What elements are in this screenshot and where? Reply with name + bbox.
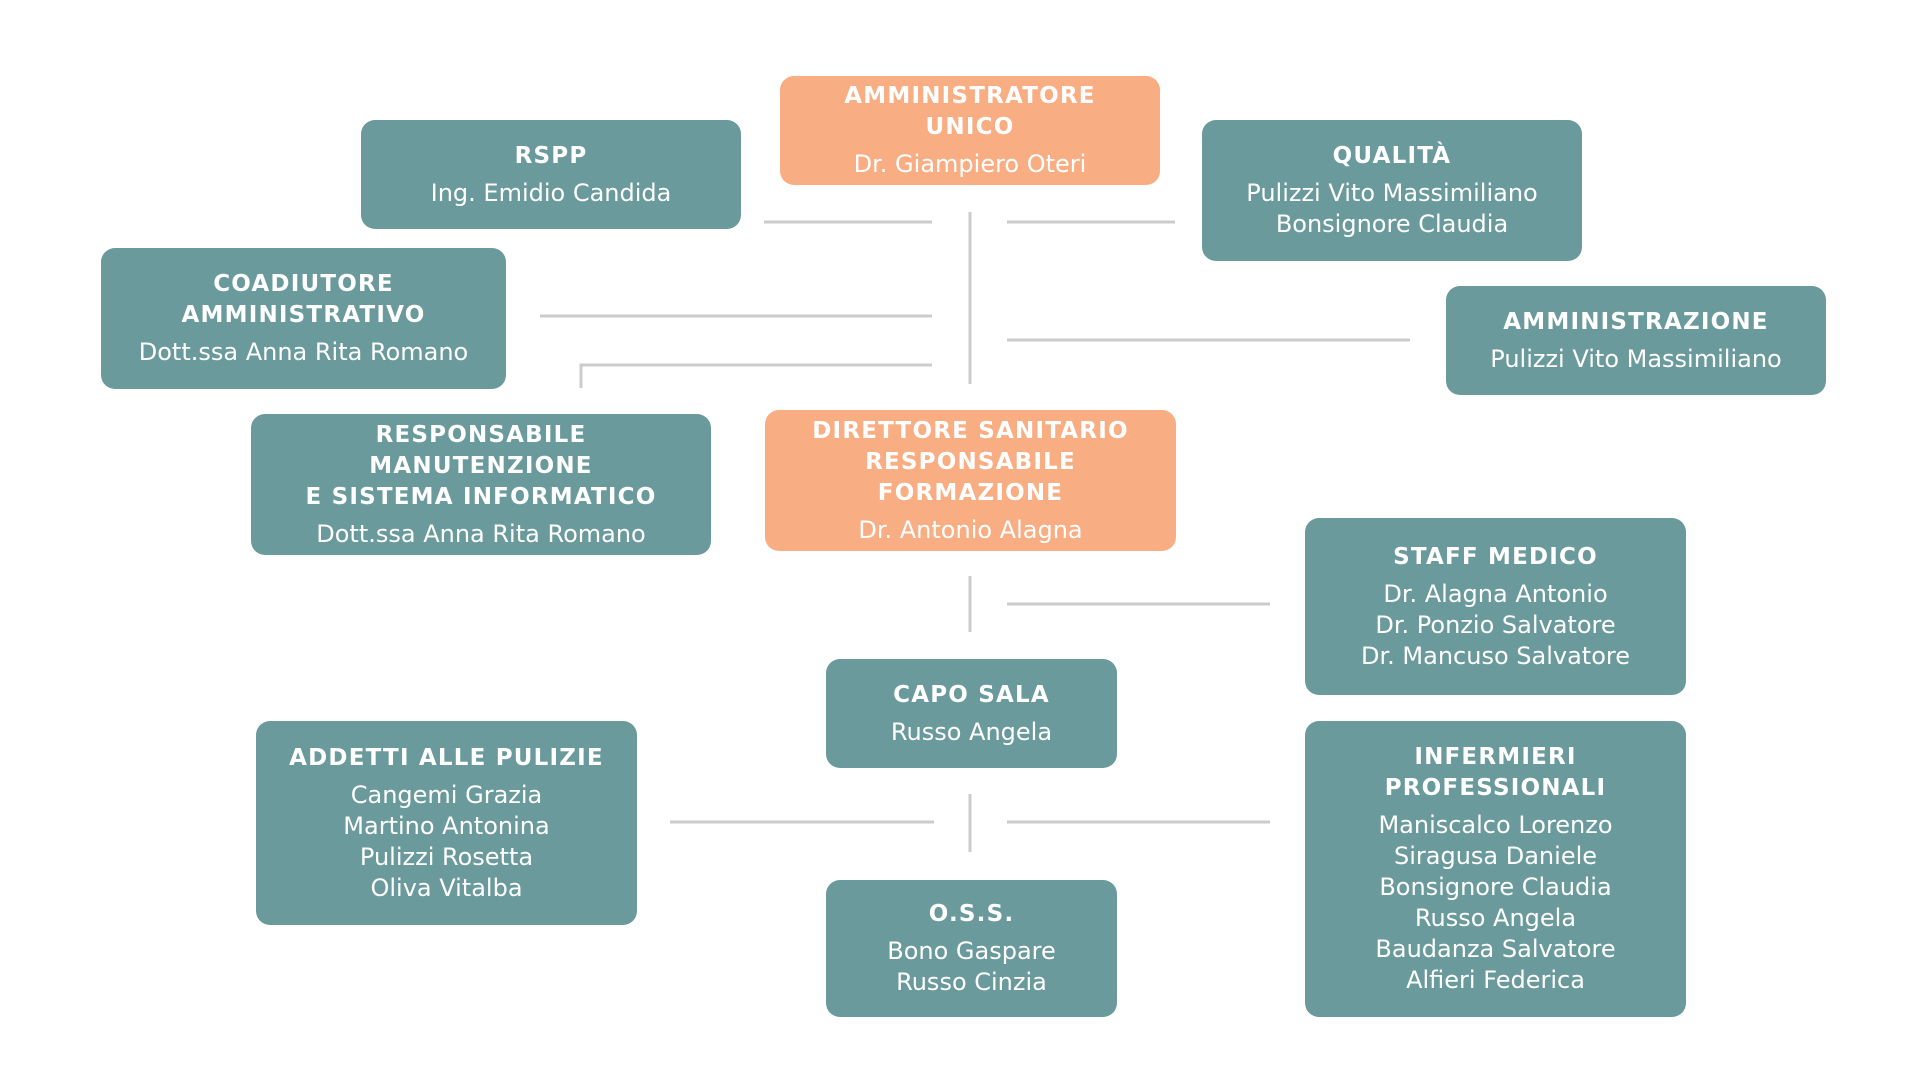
node-title: CAPO SALA	[893, 681, 1050, 708]
person-name: Bonsignore Claudia	[1379, 873, 1612, 901]
person-name: Ing. Emidio Candida	[430, 178, 672, 207]
node-title: STAFF MEDICO	[1393, 543, 1598, 570]
node-amministrazione: AMMINISTRAZIONE Pulizzi Vito Massimilian…	[1446, 286, 1826, 395]
connector-manutenzione	[579, 363, 932, 388]
person-name: Dott.ssa Anna Rita Romano	[138, 338, 469, 366]
person-name: Oliva Vitalba	[370, 873, 523, 902]
person-name: Martino Antonina	[343, 811, 550, 840]
person-name: Russo Angela	[890, 717, 1053, 746]
node-amministratore-unico: AMMINISTRATORE UNICO Dr. Giampiero Oteri	[780, 76, 1160, 185]
person-name: Russo Angela	[1414, 904, 1577, 932]
person-name: Dr. Mancuso Salvatore	[1361, 641, 1630, 670]
node-title: QUALITÀ	[1332, 143, 1452, 169]
person-name: Dr. Ponzio Salvatore	[1375, 610, 1616, 639]
person-name: Dr. Antonio Alagna	[858, 515, 1083, 544]
node-title: INFERMIERI PROFESSIONALI	[1384, 744, 1607, 801]
person-name: Siragusa Daniele	[1393, 842, 1598, 870]
node-title: O.S.S.	[928, 901, 1015, 927]
node-coadiutore-amministrativo: COADIUTORE AMMINISTRATIVO Dott.ssa Anna …	[101, 248, 506, 389]
person-name: Bonsignore Claudia	[1275, 210, 1509, 238]
node-direttore-sanitario: DIRETTORE SANITARIO RESPONSABILE FORMAZI…	[765, 410, 1176, 551]
person-name: Dr. Giampiero Oteri	[853, 150, 1087, 178]
node-title: AMMINISTRAZIONE	[1503, 308, 1769, 335]
node-title: RSPP	[514, 142, 588, 169]
person-name: Dott.ssa Anna Rita Romano	[316, 519, 646, 548]
node-title: AMMINISTRATORE UNICO	[844, 83, 1096, 140]
node-manutenzione-sistema-informatico: RESPONSABILE MANUTENZIONE E SISTEMA INFO…	[251, 414, 711, 555]
node-names: Dott.ssa Anna Rita Romano	[139, 337, 468, 368]
person-name: Russo Cinzia	[896, 968, 1047, 996]
node-infermieri-professionali: INFERMIERI PROFESSIONALI Maniscalco Lore…	[1305, 721, 1686, 1017]
node-names: Dr. Giampiero Oteri	[854, 149, 1087, 180]
node-title: ADDETTI ALLE PULIZIE	[289, 744, 604, 771]
node-names: Dott.ssa Anna Rita Romano	[316, 519, 645, 550]
node-title: COADIUTORE AMMINISTRATIVO	[181, 271, 426, 328]
person-name: Pulizzi Rosetta	[359, 842, 534, 871]
node-rspp: RSPP Ing. Emidio Candida	[361, 120, 741, 229]
person-name: Pulizzi Vito Massimiliano	[1246, 179, 1538, 207]
person-name: Dr. Alagna Antonio	[1383, 579, 1608, 608]
node-title: RESPONSABILE MANUTENZIONE E SISTEMA INFO…	[305, 421, 657, 510]
node-names: Pulizzi Vito Massimiliano	[1490, 344, 1781, 375]
node-title: DIRETTORE SANITARIO RESPONSABILE FORMAZI…	[812, 417, 1129, 506]
person-name: Baudanza Salvatore	[1375, 935, 1616, 963]
person-name: Cangemi Grazia	[350, 780, 543, 809]
node-names: Russo Angela	[891, 717, 1052, 748]
node-capo-sala: CAPO SALA Russo Angela	[826, 659, 1117, 768]
person-name: Pulizzi Vito Massimiliano	[1490, 344, 1782, 373]
node-names: Ing. Emidio Candida	[431, 178, 672, 209]
person-name: Maniscalco Lorenzo	[1378, 811, 1613, 839]
person-name: Alfieri Federica	[1406, 966, 1585, 994]
node-names: Dr. Antonio Alagna	[858, 515, 1082, 546]
person-name: Bono Gaspare	[887, 937, 1056, 965]
